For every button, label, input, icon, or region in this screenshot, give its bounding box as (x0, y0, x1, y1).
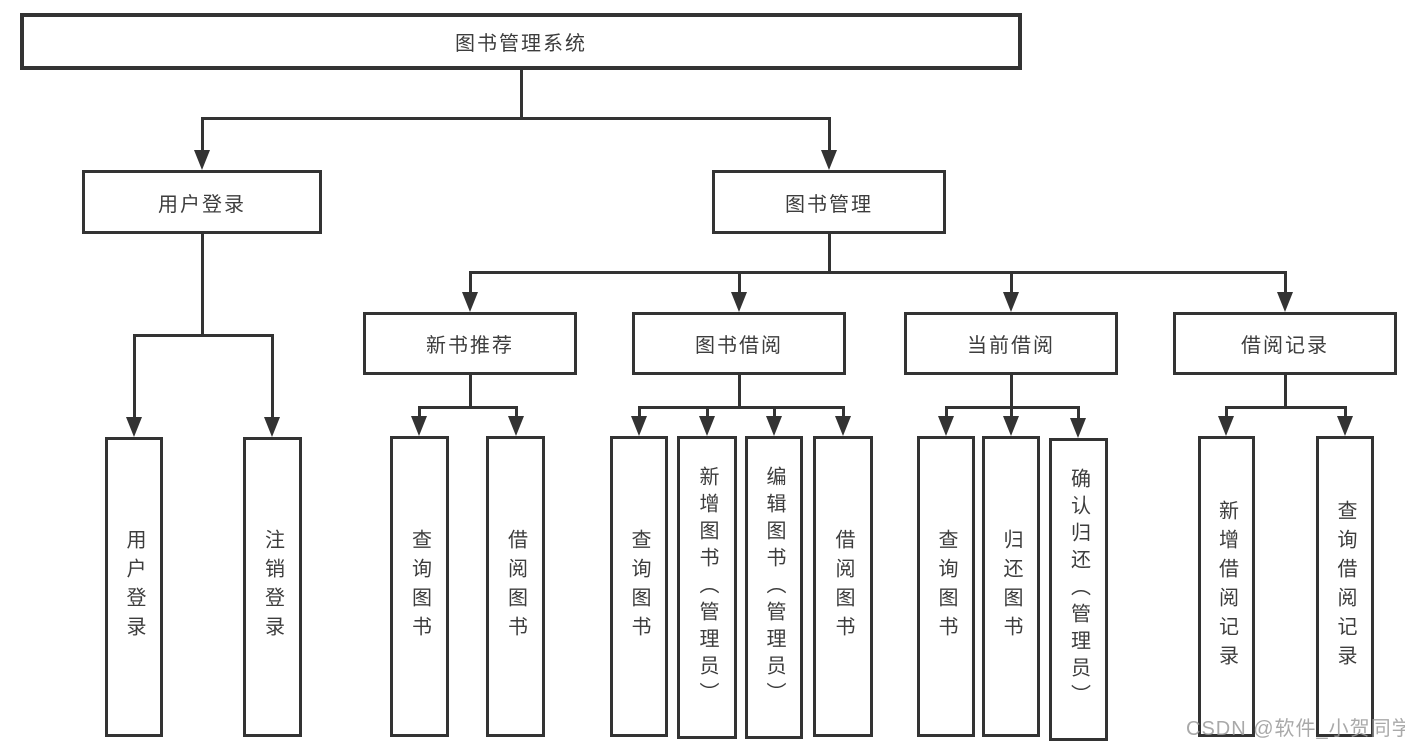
edge-drop-line (270, 335, 274, 419)
edge-arrowhead-icon (835, 416, 851, 436)
node-user-login-label: 用户登录 (158, 193, 246, 216)
node-leaf-return-books-label: 归还图书 (1000, 528, 1022, 645)
edge-drop-line (772, 407, 776, 418)
node-leaf-borrow-books-recommend-label: 借阅图书 (504, 528, 527, 645)
node-current-borrowing: 当前借阅 (904, 312, 1118, 375)
node-borrowing-records-label: 借阅记录 (1241, 335, 1329, 357)
edge-arrowhead-icon (194, 150, 210, 170)
edge-drop-line (200, 118, 204, 152)
node-leaf-confirm-return-admin-label: 确认归还（管理员） (1067, 468, 1090, 711)
edge-arrowhead-icon (938, 416, 954, 436)
edge-arrowhead-icon (1003, 292, 1019, 312)
edge-drop-line (514, 407, 518, 418)
node-new-book-recommend: 新书推荐 (363, 312, 577, 375)
edge-arrowhead-icon (766, 416, 782, 436)
edge-stem-line (468, 375, 472, 407)
edge-stem-line (1283, 375, 1287, 407)
node-leaf-user-login-label: 用户登录 (123, 529, 145, 645)
node-leaf-confirm-return-admin: 确认归还（管理员） (1049, 438, 1108, 741)
node-book-management: 图书管理 (712, 170, 946, 234)
edge-bar-line (132, 333, 274, 337)
edge-stem-line (737, 375, 741, 407)
node-new-book-recommend-label: 新书推荐 (426, 335, 514, 357)
edge-arrowhead-icon (508, 416, 524, 436)
node-leaf-query-books-recommend: 查询图书 (390, 436, 449, 737)
node-leaf-edit-books-admin-label: 编辑图书（管理员） (763, 466, 785, 709)
edge-drop-line (827, 118, 831, 152)
edge-drop-line (132, 335, 136, 419)
node-leaf-query-books-borrowing: 查询图书 (610, 436, 668, 737)
edge-arrowhead-icon (821, 150, 837, 170)
node-leaf-borrow-books-borrowing: 借阅图书 (813, 436, 873, 737)
edge-arrowhead-icon (1003, 416, 1019, 436)
node-book-borrowing: 图书借阅 (632, 312, 846, 375)
node-library-management-system-label: 图书管理系统 (455, 33, 587, 55)
node-leaf-logout: 注销登录 (243, 437, 302, 737)
edge-drop-line (944, 407, 948, 418)
node-current-borrowing-label: 当前借阅 (967, 335, 1055, 357)
edge-drop-line (1343, 407, 1347, 418)
edge-bar-line (417, 405, 518, 409)
edge-arrowhead-icon (731, 292, 747, 312)
node-leaf-return-books: 归还图书 (982, 436, 1040, 737)
node-book-borrowing-label: 图书借阅 (695, 335, 783, 357)
edge-drop-line (1009, 407, 1013, 418)
edge-bar-line (1224, 405, 1347, 409)
node-leaf-user-login: 用户登录 (105, 437, 163, 737)
edge-arrowhead-icon (462, 292, 478, 312)
edge-bar-line (200, 116, 831, 120)
edge-stem-line (1009, 375, 1013, 407)
edge-drop-line (1076, 407, 1080, 420)
edge-arrowhead-icon (1337, 416, 1353, 436)
edge-arrowhead-icon (699, 416, 715, 436)
edge-arrowhead-icon (631, 416, 647, 436)
edge-drop-line (841, 407, 845, 418)
node-leaf-add-books-admin: 新增图书（管理员） (677, 436, 737, 739)
edge-drop-line (705, 407, 709, 418)
edge-arrowhead-icon (126, 417, 142, 437)
edge-stem-line (827, 234, 831, 272)
node-leaf-add-borrow-record-label: 新增借阅记录 (1215, 499, 1238, 674)
csdn-watermark: CSDN @软件_小贺同学 (1186, 718, 1405, 740)
edge-bar-line (637, 405, 845, 409)
edge-drop-line (637, 407, 641, 418)
edge-arrowhead-icon (264, 417, 280, 437)
node-leaf-borrow-books-borrowing-label: 借阅图书 (832, 528, 854, 645)
node-leaf-edit-books-admin: 编辑图书（管理员） (745, 436, 803, 739)
node-user-login: 用户登录 (82, 170, 322, 234)
edge-drop-line (737, 272, 741, 294)
node-leaf-logout-label: 注销登录 (261, 529, 284, 645)
edge-drop-line (1224, 407, 1228, 418)
node-leaf-borrow-books-recommend: 借阅图书 (486, 436, 545, 737)
node-leaf-query-books-current: 查询图书 (917, 436, 975, 737)
node-leaf-add-books-admin-label: 新增图书（管理员） (696, 466, 718, 709)
edge-arrowhead-icon (1070, 418, 1086, 438)
node-leaf-add-borrow-record: 新增借阅记录 (1198, 436, 1255, 737)
node-leaf-query-borrow-record: 查询借阅记录 (1316, 436, 1374, 737)
edge-drop-line (1283, 272, 1287, 294)
edge-bar-line (468, 270, 1287, 274)
edge-stem-line (519, 70, 523, 118)
node-leaf-query-books-borrowing-label: 查询图书 (628, 528, 650, 645)
edge-drop-line (417, 407, 421, 418)
node-leaf-query-books-current-label: 查询图书 (935, 528, 957, 645)
node-book-management-label: 图书管理 (785, 193, 873, 216)
edge-drop-line (1009, 272, 1013, 294)
node-leaf-query-borrow-record-label: 查询借阅记录 (1334, 499, 1356, 674)
edge-arrowhead-icon (411, 416, 427, 436)
node-leaf-query-books-recommend-label: 查询图书 (408, 528, 431, 645)
node-library-management-system: 图书管理系统 (20, 13, 1022, 70)
edge-arrowhead-icon (1277, 292, 1293, 312)
edge-arrowhead-icon (1218, 416, 1234, 436)
edge-stem-line (200, 234, 204, 335)
node-borrowing-records: 借阅记录 (1173, 312, 1397, 375)
edge-drop-line (468, 272, 472, 294)
